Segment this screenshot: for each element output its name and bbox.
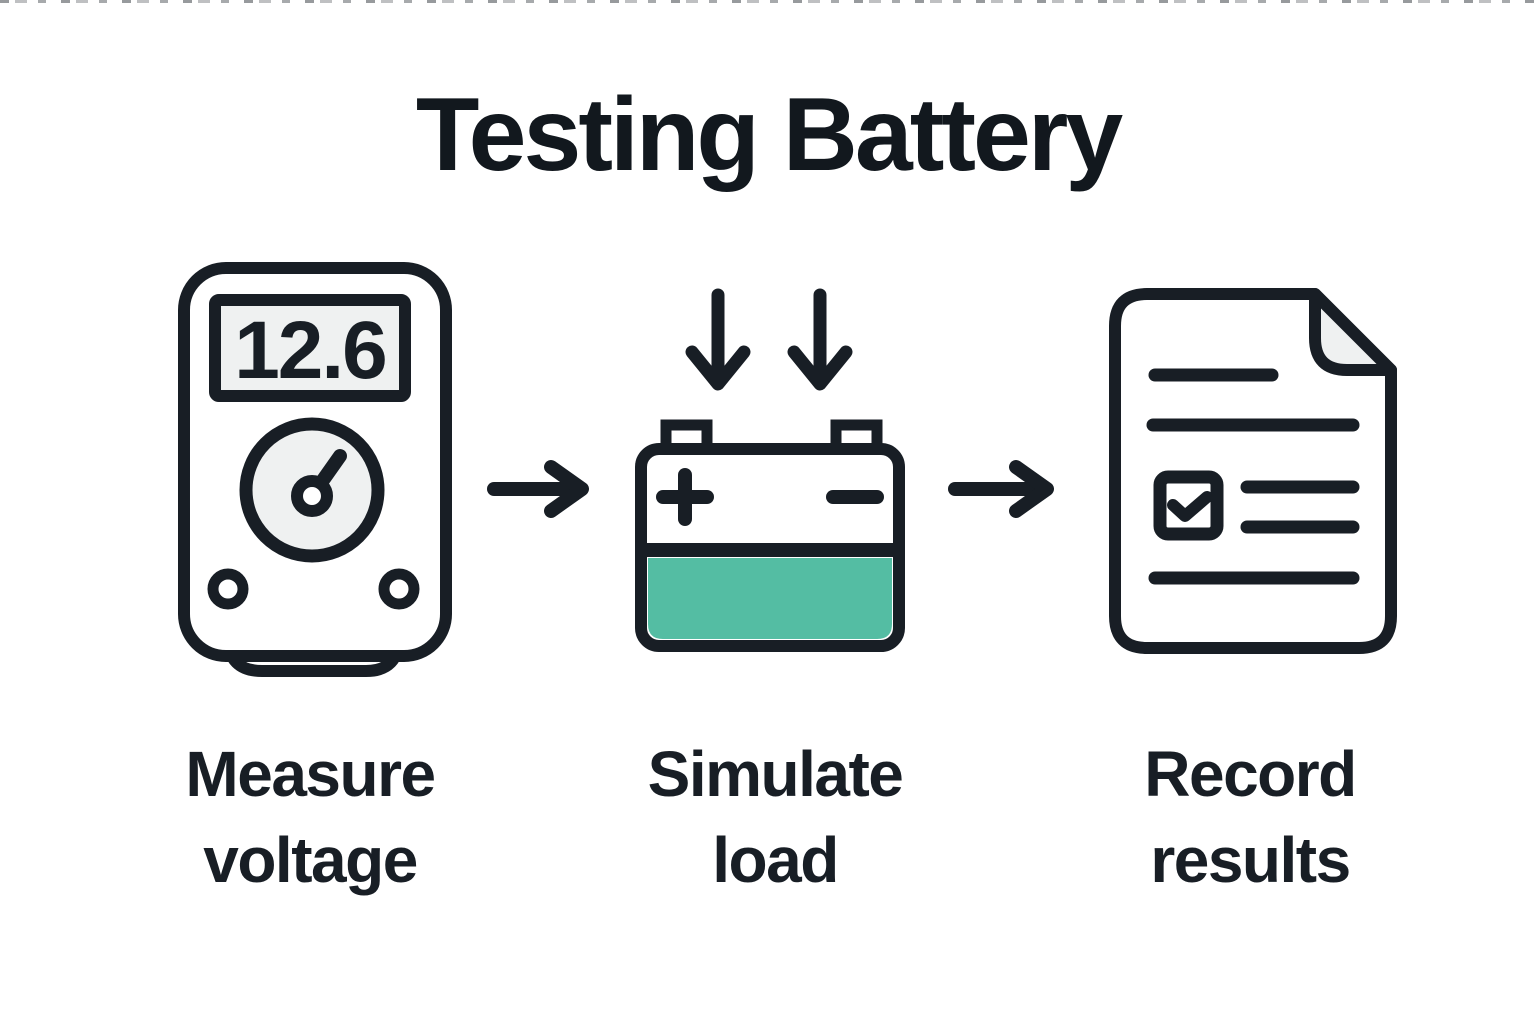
label-line: Record <box>1144 738 1357 810</box>
label-line: results <box>1150 824 1351 896</box>
battery-icon <box>630 288 910 656</box>
folded-corner <box>1309 288 1397 376</box>
arrow-right-icon <box>948 459 1064 519</box>
plus-icon <box>656 468 714 526</box>
voltage-readout: 12.6 <box>234 305 386 396</box>
battery-charge-level <box>648 558 892 639</box>
multimeter-icon: 12.6 <box>176 260 454 694</box>
label-line: load <box>712 824 839 896</box>
checkmark-icon <box>1167 491 1213 522</box>
top-edge-artifact <box>0 0 1536 3</box>
step-label-record-results: Record results <box>1020 731 1480 903</box>
terminal-right <box>378 568 420 610</box>
document-page <box>1109 288 1397 654</box>
step-label-measure-voltage: Measure voltage <box>80 731 540 903</box>
terminal-left <box>207 568 249 610</box>
arrow-right-icon <box>487 459 599 519</box>
dial-hub <box>291 475 333 517</box>
page-title: Testing Battery <box>415 77 1123 193</box>
multimeter-display <box>209 294 411 402</box>
label-line: Simulate <box>647 738 904 810</box>
document-checklist-icon <box>1105 286 1401 654</box>
arrow-down-icon <box>787 288 853 391</box>
label-line: voltage <box>203 824 418 896</box>
step-label-simulate-load: Simulate load <box>545 731 1005 903</box>
arrow-down-icon <box>685 288 751 391</box>
label-line: Measure <box>185 738 436 810</box>
